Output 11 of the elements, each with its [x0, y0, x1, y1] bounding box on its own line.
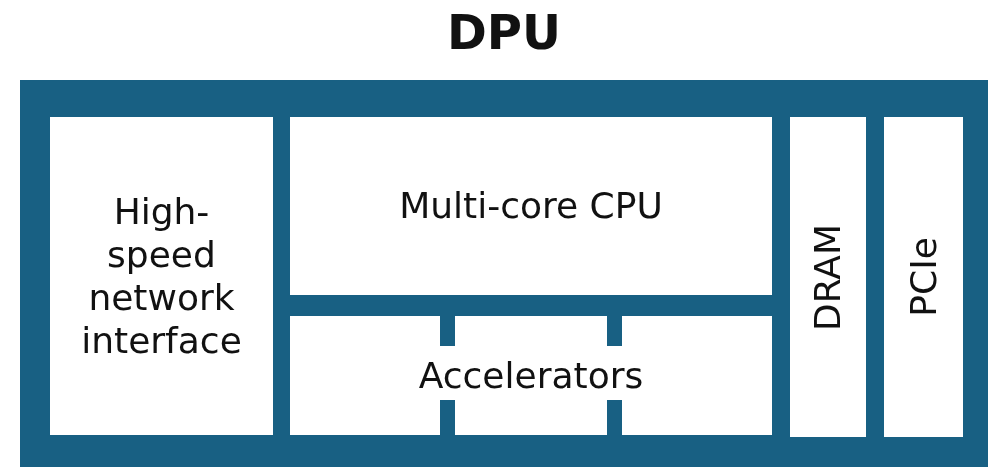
- block-label: DRAM: [806, 223, 850, 331]
- bus-block: [884, 117, 963, 437]
- block-label: High-speed network interface: [80, 189, 243, 363]
- block-label: Multi-core CPU: [399, 184, 663, 228]
- block-label: PCIe: [901, 237, 945, 317]
- interface-block: [50, 117, 273, 435]
- block-label: Accelerators: [418, 353, 644, 398]
- memory-block: [790, 117, 866, 437]
- cpu-block: [290, 117, 772, 295]
- frame-label: DPU: [447, 6, 561, 59]
- accelerator-block: [290, 316, 772, 435]
